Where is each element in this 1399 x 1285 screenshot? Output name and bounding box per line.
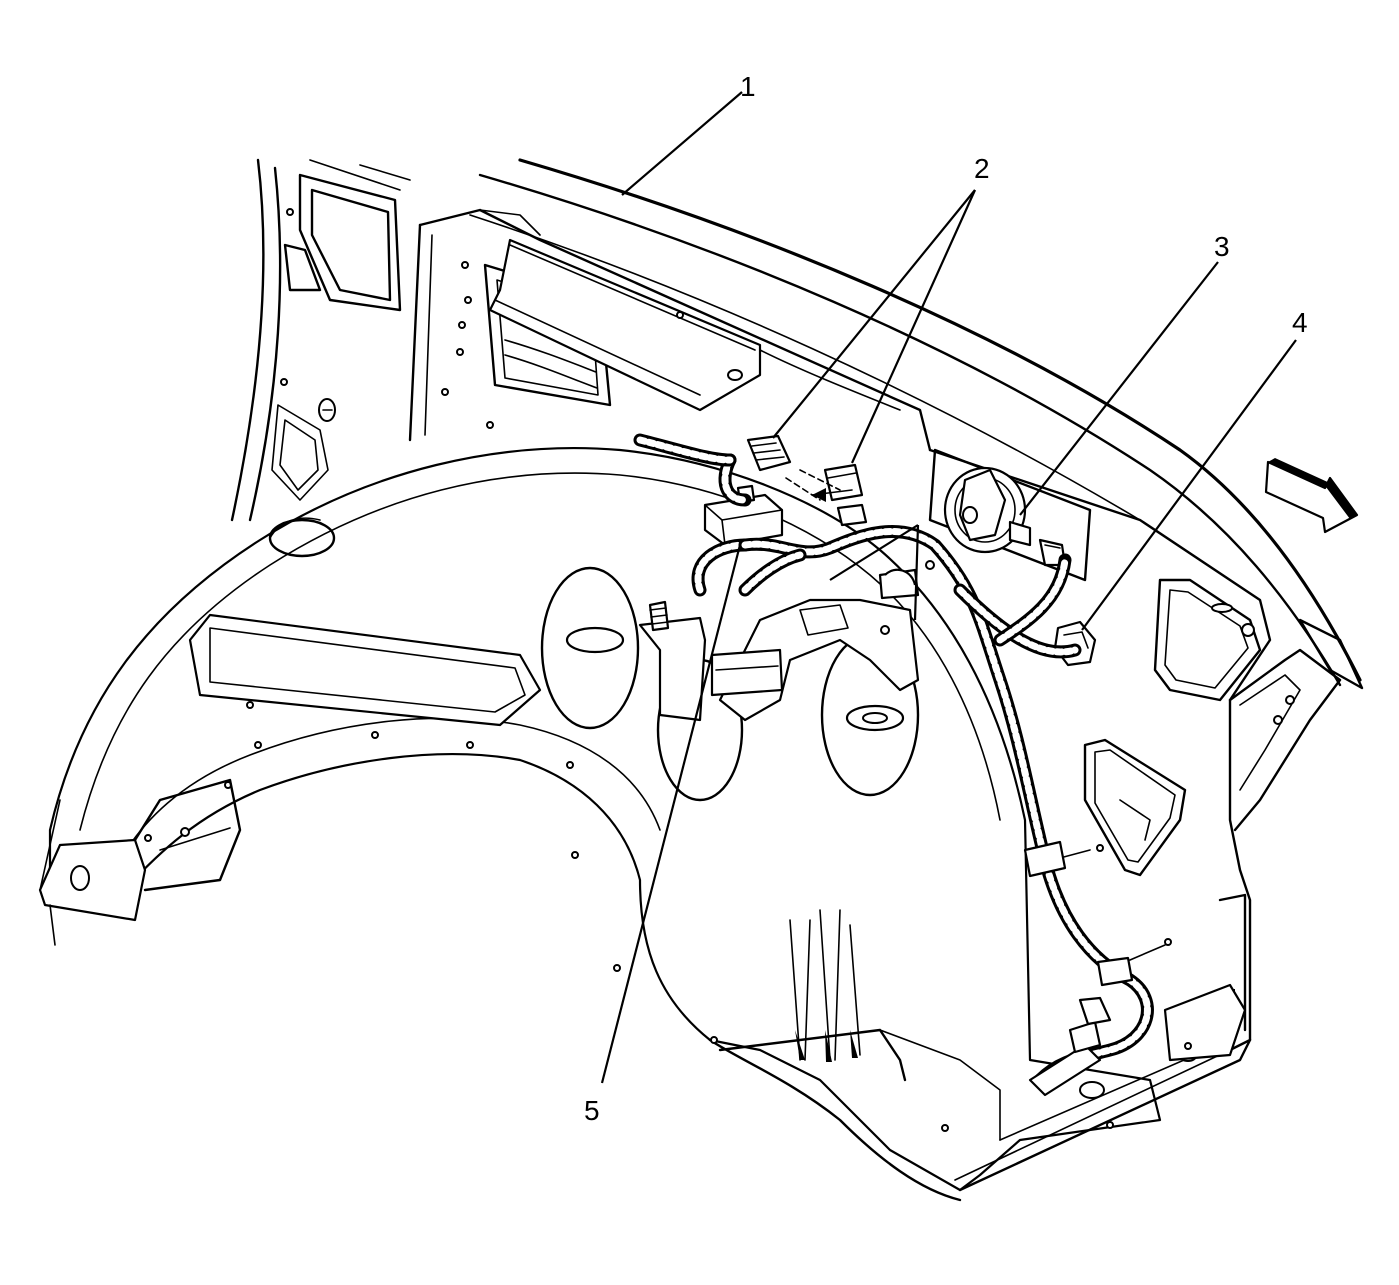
- horn: [928, 448, 1092, 582]
- cowl-pillar: [230, 158, 411, 522]
- leader-1: [621, 91, 743, 196]
- callout-5: 5: [584, 1095, 600, 1126]
- leader-5c: [913, 524, 920, 621]
- relay-block: [703, 484, 784, 547]
- callout-2: 2: [974, 153, 990, 184]
- frame-rail: [38, 778, 242, 946]
- leader-2b: [850, 189, 977, 464]
- callout-3: 3: [1214, 231, 1230, 262]
- leader-4: [1081, 339, 1297, 631]
- leader-3: [1019, 261, 1219, 516]
- cowl-bracket: [479, 209, 901, 412]
- leader-lines: [600, 91, 1297, 1084]
- callout-4: 4: [1292, 307, 1308, 338]
- wiring-harness: [633, 433, 1154, 1097]
- harness-connectors: [746, 434, 868, 527]
- right-inner-panel: [928, 448, 1342, 1052]
- front-direction-arrow-icon: [1264, 458, 1359, 534]
- mounting-bracket: [638, 560, 935, 722]
- callout-1: 1: [740, 71, 756, 102]
- leader-5b: [829, 524, 919, 581]
- callout-labels: 1 2 3 4 5: [584, 71, 1308, 1126]
- leader-5: [600, 544, 742, 1084]
- leader-2a: [772, 189, 976, 439]
